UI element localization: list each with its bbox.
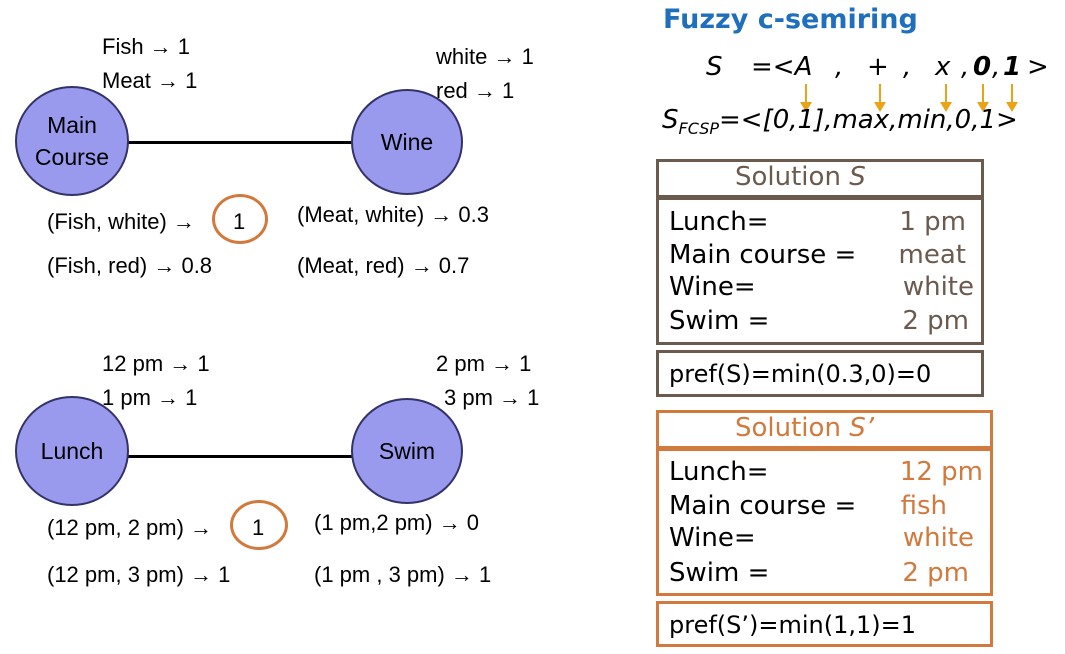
node-main-course: Main Course bbox=[15, 86, 129, 196]
solution-s-row-swim-value: 2 pm bbox=[902, 306, 969, 336]
formula-fcsp-def: =<[0,1],max,min,0,1> bbox=[719, 105, 1018, 135]
lunch-pref-12pm: 12 pm → 1 bbox=[102, 351, 210, 376]
constraint-meat-red: (Meat, red) → 0.7 bbox=[297, 253, 470, 278]
lunch-pref-1pm: 1 pm → 1 bbox=[102, 385, 198, 410]
solution-s-prime-row-wine-value: white bbox=[902, 523, 974, 553]
swim-pref-2pm: 2 pm → 1 bbox=[436, 351, 532, 376]
node-lunch-label: Lunch bbox=[40, 438, 104, 464]
solution-s-prime-header: Solution S’ bbox=[735, 413, 874, 443]
formula-comma-3: , bbox=[961, 52, 970, 82]
solution-s-prime-row-wine-label: Wine= bbox=[669, 523, 756, 553]
solution-s-prime-pref-box bbox=[656, 601, 993, 647]
edge-lunch-swim bbox=[128, 455, 356, 458]
node-lunch: Lunch bbox=[15, 396, 129, 506]
node-wine: Wine bbox=[351, 89, 463, 195]
solution-s-header: Solution S bbox=[735, 162, 866, 192]
formula-eq-a: =<A bbox=[751, 52, 813, 82]
solution-s-pref: pref(S)=min(0.3,0)=0 bbox=[669, 360, 932, 388]
constraint-12pm-2pm-value: 1 bbox=[252, 515, 265, 540]
arrow-zero bbox=[977, 84, 989, 112]
solution-s-row-wine-label: Wine= bbox=[669, 272, 756, 302]
formula-zero: 0 bbox=[973, 52, 992, 82]
solution-s-pref-box bbox=[656, 350, 984, 397]
formula-sub-fcsp: FCSP bbox=[678, 119, 719, 139]
formula-comma-2: , bbox=[903, 52, 912, 82]
formula-times: x bbox=[935, 52, 951, 82]
solution-s-prime-row-main-value: fish bbox=[900, 491, 947, 521]
solution-s-row-lunch-value: 1 pm bbox=[899, 207, 966, 237]
main-pref-fish: Fish → 1 bbox=[102, 34, 191, 59]
solution-s-prime-row-lunch-label: Lunch= bbox=[669, 457, 769, 487]
solution-s-prime-header-box bbox=[656, 410, 993, 449]
solution-s-row-lunch-label: Lunch= bbox=[669, 207, 769, 237]
solution-s-prime-pref: pref(S’)=min(1,1)=1 bbox=[669, 611, 917, 639]
solution-s-prime-row-swim-value: 2 pm bbox=[902, 558, 969, 588]
formula-s-fcsp: S bbox=[662, 105, 679, 135]
constraint-fish-white: (Fish, white) → bbox=[47, 209, 195, 234]
solution-s-prime-row-lunch-value: 12 pm bbox=[899, 457, 983, 487]
constraint-fish-red: (Fish, red) → 0.8 bbox=[47, 253, 213, 278]
formula-comma-4: , bbox=[992, 52, 1001, 82]
formula-s: S bbox=[706, 52, 723, 82]
main-pref-meat: Meat → 1 bbox=[102, 68, 198, 93]
formula-plus: + bbox=[867, 52, 889, 82]
arrow-times bbox=[940, 84, 952, 112]
formula-close: > bbox=[1027, 52, 1049, 82]
constraint-fish-white-value: 1 bbox=[233, 209, 246, 234]
arrow-plus bbox=[874, 84, 886, 112]
arrow-a bbox=[800, 84, 812, 112]
solution-s-prime-body-box bbox=[656, 448, 993, 596]
wine-pref-red: red → 1 bbox=[436, 78, 515, 103]
solution-s-prime-header-var: S’ bbox=[849, 413, 874, 443]
constraint-1pm-3pm: (1 pm , 3 pm) → 1 bbox=[314, 562, 492, 587]
arrow-one bbox=[1006, 84, 1018, 112]
formula-one: 1 bbox=[1003, 52, 1022, 82]
formula-comma-1: , bbox=[835, 52, 844, 82]
solution-s-prime-row-swim-label: Swim = bbox=[669, 558, 770, 588]
highlight-ring-top bbox=[212, 194, 268, 244]
node-swim: Swim bbox=[351, 398, 463, 504]
solution-s-header-text: Solution bbox=[735, 162, 841, 192]
solution-s-header-box bbox=[656, 159, 984, 198]
solution-s-prime-row-main-label: Main course = bbox=[669, 491, 857, 521]
solution-s-row-main-value: meat bbox=[898, 240, 966, 270]
node-swim-label: Swim bbox=[378, 438, 436, 464]
constraint-1pm-2pm: (1 pm,2 pm) → 0 bbox=[314, 510, 480, 535]
solution-s-row-main-label: Main course = bbox=[669, 240, 857, 270]
node-main-course-label: Main Course bbox=[34, 112, 110, 170]
solution-s-header-var: S bbox=[849, 162, 866, 192]
highlight-ring-bottom bbox=[230, 500, 288, 550]
solution-s-prime-header-text: Solution bbox=[735, 413, 841, 443]
edge-main-wine bbox=[128, 141, 356, 144]
node-wine-label: Wine bbox=[380, 129, 434, 155]
wine-pref-white: white → 1 bbox=[436, 44, 534, 69]
solution-s-body-box bbox=[656, 197, 984, 345]
constraint-12pm-3pm: (12 pm, 3 pm) → 1 bbox=[47, 562, 231, 587]
semiring-title: Fuzzy c-semiring bbox=[663, 4, 918, 35]
semiring-line2: SFCSP=<[0,1],max,min,0,1> bbox=[662, 105, 1018, 138]
constraint-12pm-2pm: (12 pm, 2 pm) → bbox=[47, 515, 213, 540]
solution-s-row-swim-label: Swim = bbox=[669, 306, 770, 336]
solution-s-row-wine-value: white bbox=[902, 272, 974, 302]
swim-pref-3pm: 3 pm → 1 bbox=[444, 385, 540, 410]
constraint-meat-white: (Meat, white) → 0.3 bbox=[297, 202, 489, 227]
